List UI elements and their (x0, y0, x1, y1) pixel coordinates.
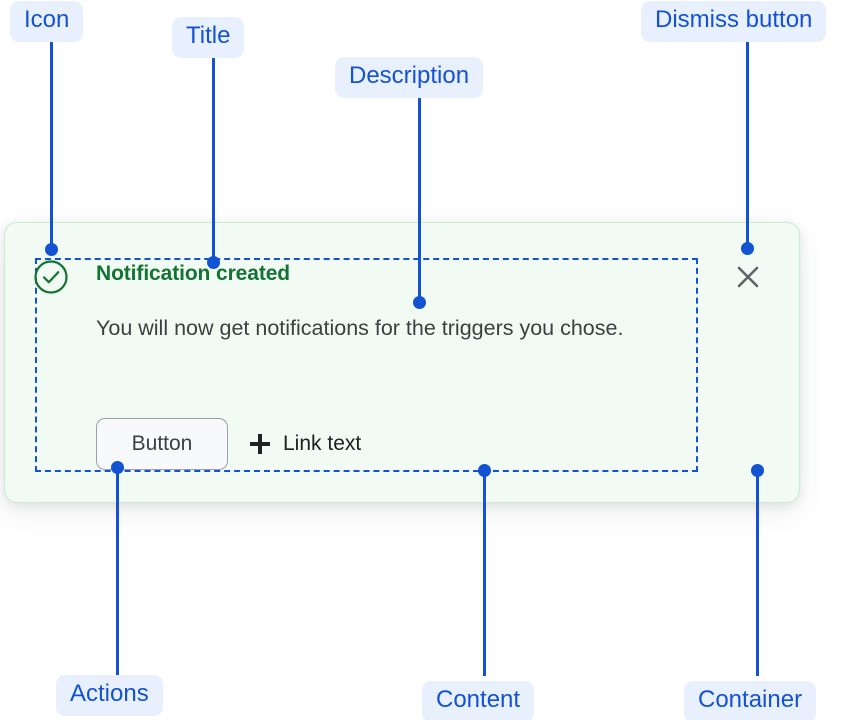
leader-dot-actions (111, 461, 124, 474)
annotation-label-container: Container (684, 681, 817, 720)
notification-description: You will now get notifications for the t… (96, 316, 624, 340)
action-link[interactable]: Link text (250, 432, 361, 456)
dismiss-button[interactable] (730, 259, 766, 295)
leader-line-content (483, 470, 486, 676)
annotation-label-actions: Actions (56, 675, 163, 716)
leader-line-dismiss (746, 40, 749, 250)
annotation-label-description: Description (335, 57, 484, 98)
close-icon (737, 266, 759, 288)
leader-dot-title (207, 256, 220, 269)
leader-dot-description (413, 296, 426, 309)
notification-title: Notification created (96, 262, 291, 285)
leader-line-container (756, 470, 759, 676)
leader-line-title (212, 56, 215, 263)
notification-actions: Button Link text (96, 418, 361, 470)
annotation-label-dismiss-button: Dismiss button (641, 1, 827, 42)
plus-icon (250, 434, 270, 454)
leader-line-actions (116, 466, 119, 676)
leader-dot-icon (45, 243, 58, 256)
check-circle-icon (32, 258, 70, 296)
leader-line-icon (50, 40, 53, 250)
leader-dot-container (751, 464, 764, 477)
leader-dot-dismiss (741, 242, 754, 255)
annotation-label-title: Title (172, 17, 245, 58)
action-link-label: Link text (283, 432, 362, 455)
leader-line-description (418, 96, 421, 303)
annotation-label-icon: Icon (10, 1, 84, 42)
leader-dot-content (478, 464, 491, 477)
annotation-label-content: Content (422, 681, 535, 720)
